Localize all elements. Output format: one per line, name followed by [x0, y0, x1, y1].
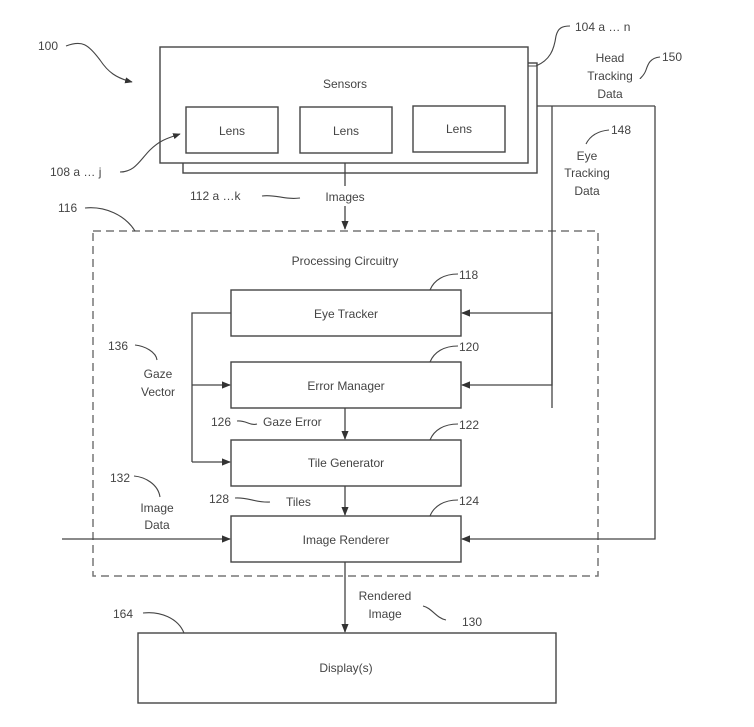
lens-label-2: Lens — [333, 124, 359, 138]
rendered-image-ref-label: 130 — [462, 615, 482, 629]
display-box — [137, 632, 557, 704]
error-manager-ref-label: 120 — [459, 340, 479, 354]
gaze-vector-ref-leader — [134, 344, 158, 361]
lens-box-2 — [299, 106, 393, 154]
image-data-ref-label: 132 — [110, 471, 130, 485]
head-tracking-ref-leader — [639, 56, 661, 80]
display-label: Display(s) — [319, 661, 372, 675]
image-renderer-box — [230, 515, 462, 563]
images-ref-leader — [261, 195, 301, 199]
eye-tracking-ref-label: 148 — [611, 123, 631, 137]
gaze-error-label: Gaze Error — [263, 415, 322, 429]
display-ref-label: 164 — [113, 607, 133, 621]
head-tracking-ref-label: 150 — [662, 50, 682, 64]
processing-ref-leader — [84, 207, 136, 232]
lenses-ref-leader — [119, 133, 181, 173]
processing-circuitry-container — [92, 230, 599, 577]
rendered-image-label-line2: Image — [368, 607, 402, 621]
system-ref-leader — [65, 42, 133, 84]
gaze-vector-label-line2: Vector — [141, 385, 175, 399]
image-data-label-line1: Image — [140, 501, 174, 515]
image-data-ref-leader — [133, 475, 161, 498]
sensors-ref-leader — [528, 25, 571, 67]
head-tracking-data-arrow — [461, 106, 656, 543]
tile-generator-label: Tile Generator — [308, 456, 384, 470]
rendered-image-ref-leader — [422, 605, 447, 621]
sensors-ref-label: 104 a … n — [575, 20, 630, 34]
tiles-label: Tiles — [286, 495, 311, 509]
eye-tracking-label-line3: Data — [574, 184, 600, 198]
lens-label-1: Lens — [219, 124, 245, 138]
images-ref-label: 112 a …k — [190, 189, 241, 203]
error-manager-box — [230, 361, 462, 409]
gaze-vector-line — [191, 312, 231, 462]
tile-generator-box — [230, 439, 462, 487]
head-tracking-label-line1: Head — [596, 51, 625, 65]
processing-label: Processing Circuitry — [292, 254, 399, 268]
error-manager-ref-leader — [429, 345, 459, 363]
gaze-vector-ref-label: 136 — [108, 339, 128, 353]
lens-label-3: Lens — [446, 122, 472, 136]
gaze-vector-label-line1: Gaze — [144, 367, 173, 381]
tile-generator-ref-label: 122 — [459, 418, 479, 432]
lens-box-1 — [185, 106, 279, 154]
lens-box-3 — [412, 105, 506, 153]
eye-tracking-label-line1: Eye — [577, 149, 598, 163]
image-renderer-label: Image Renderer — [303, 533, 390, 547]
eye-tracker-ref-leader — [429, 273, 459, 291]
display-ref-leader — [142, 612, 185, 634]
eye-tracker-label: Eye Tracker — [314, 307, 378, 321]
head-tracking-label-line3: Data — [597, 87, 623, 101]
image-renderer-ref-leader — [429, 499, 459, 517]
gaze-error-ref-leader — [236, 420, 258, 425]
eye-tracking-label-line2: Tracking — [564, 166, 610, 180]
rendered-image-label-line1: Rendered — [359, 589, 412, 603]
lenses-ref-label: 108 a … j — [50, 165, 101, 179]
processing-ref-label: 116 — [58, 201, 77, 215]
eye-tracking-ref-leader — [585, 129, 610, 145]
image-renderer-ref-label: 124 — [459, 494, 479, 508]
head-tracking-label-line2: Tracking — [587, 69, 633, 83]
eye-tracking-to-error-manager-arrow — [461, 312, 553, 389]
images-label: Images — [325, 190, 364, 204]
error-manager-label: Error Manager — [307, 379, 384, 393]
tiles-ref-leader — [234, 497, 271, 503]
system-ref-label: 100 — [38, 39, 58, 53]
gaze-error-ref-label: 126 — [211, 415, 231, 429]
tile-generator-ref-leader — [429, 423, 459, 441]
tiles-ref-label: 128 — [209, 492, 229, 506]
eye-tracker-ref-label: 118 — [459, 268, 478, 282]
sensors-label: Sensors — [323, 77, 367, 91]
image-data-label-line2: Data — [144, 518, 170, 532]
